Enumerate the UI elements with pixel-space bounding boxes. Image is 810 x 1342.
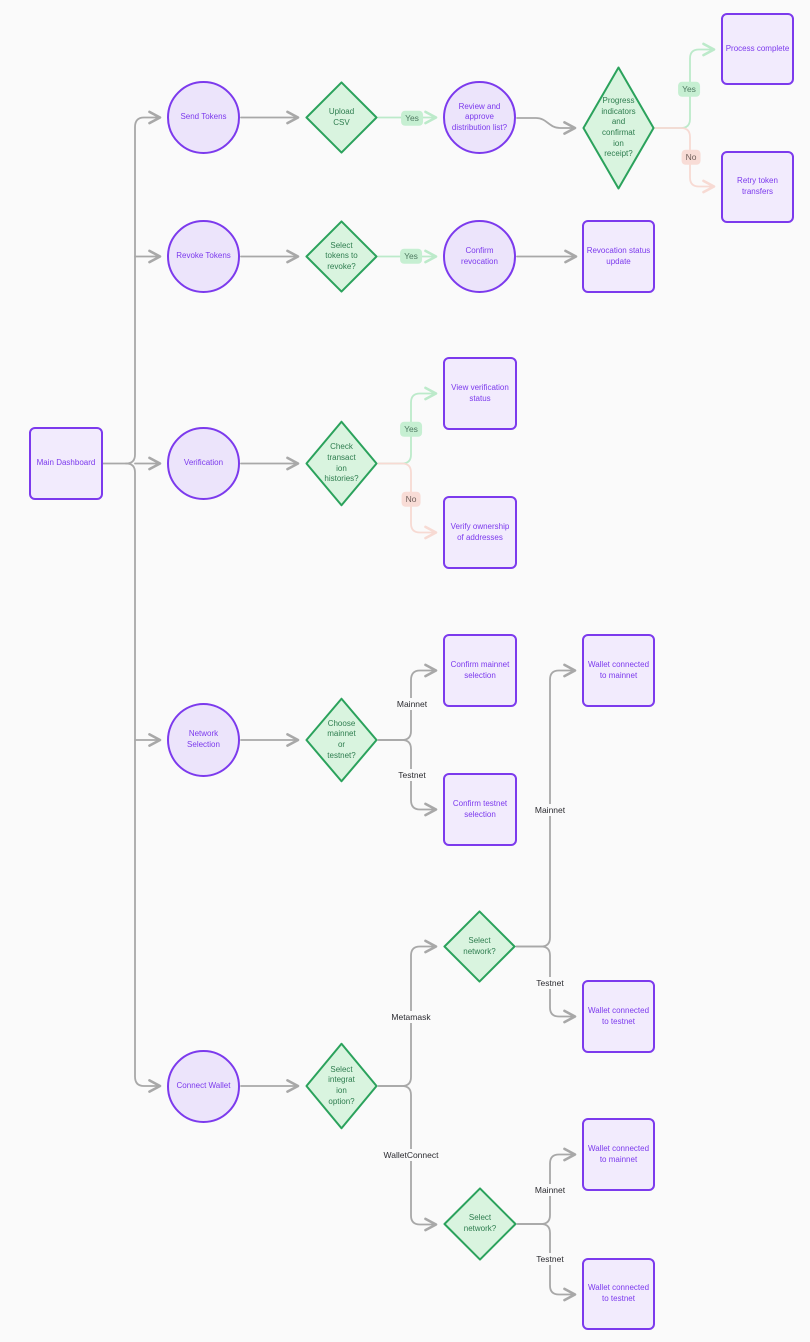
decision-upload-csv[interactable]: Upload CSV: [305, 81, 378, 154]
edge-label-no-progress: No: [681, 149, 701, 165]
node-view-verification-status[interactable]: View verification status: [443, 357, 517, 430]
node-review-approve-list[interactable]: Review and approve distribution list?: [443, 81, 516, 154]
node-label: Upload CSV: [328, 106, 355, 127]
node-label: Check transact ion histories?: [324, 442, 359, 484]
node-label: Retry token transfers: [737, 176, 778, 196]
edge-label-walletconnect: WalletConnect: [380, 1149, 442, 1161]
diamond-shape: [582, 65, 655, 191]
diamond-shape: [443, 910, 516, 983]
edge-label-yes-revoke: Yes: [400, 248, 422, 264]
decision-progress-indicators[interactable]: Progress indicators and confirmat ion re…: [582, 65, 655, 191]
node-label: Wallet connected to testnet: [587, 1283, 650, 1303]
node-label: Confirm testnet selection: [452, 798, 508, 819]
edge-label-testnet-metamask: Testnet: [533, 977, 567, 989]
node-label: Select tokens to revoke?: [325, 240, 358, 271]
node-label: Connect Wallet: [176, 1081, 231, 1091]
node-label: Wallet connected to mainnet: [587, 659, 650, 680]
node-label: Review and approve distribution list?: [451, 101, 508, 132]
node-label: Select integrat ion option?: [328, 1064, 355, 1106]
diamond-shape: [305, 220, 378, 293]
node-label: Verify ownership of addresses: [450, 521, 510, 542]
edge-label-testnet-choose: Testnet: [395, 769, 429, 781]
node-confirm-revocation[interactable]: Confirm revocation: [443, 220, 516, 293]
node-label: Confirm revocation: [461, 245, 498, 266]
decision-select-network-walletconnect[interactable]: Select network?: [443, 1187, 517, 1261]
edge-label-metamask: Metamask: [388, 1011, 434, 1023]
diamond-shape: [305, 420, 378, 507]
diamond-shape: [305, 81, 378, 154]
edge-label-yes-progress: Yes: [678, 81, 700, 97]
node-confirm-mainnet-selection[interactable]: Confirm mainnet selection: [443, 634, 517, 707]
edge-label-testnet-walletconnect: Testnet: [533, 1253, 567, 1265]
decision-check-transaction-histories[interactable]: Check transact ion histories?: [305, 420, 378, 507]
node-wallet-connected-mainnet-2[interactable]: Wallet connected to mainnet: [582, 1118, 655, 1191]
node-label: Select network?: [463, 1213, 497, 1233]
node-label: Network Selection: [187, 729, 220, 749]
node-revocation-status-update[interactable]: Revocation status update: [582, 220, 655, 293]
edge-label-mainnet-metamask: Mainnet: [531, 804, 569, 816]
decision-select-integration-option[interactable]: Select integrat ion option?: [305, 1042, 378, 1130]
edge-label-yes-check: Yes: [400, 421, 422, 437]
node-label: Revoke Tokens: [176, 251, 231, 261]
node-process-complete[interactable]: Process complete: [721, 13, 794, 85]
node-verify-ownership[interactable]: Verify ownership of addresses: [443, 496, 517, 569]
diamond-shape: [305, 697, 378, 783]
node-send-tokens[interactable]: Send Tokens: [167, 81, 240, 154]
decision-choose-mainnet-or-testnet[interactable]: Choose mainnet or testnet?: [305, 697, 378, 783]
edge-label-mainnet-walletconnect: Mainnet: [531, 1184, 569, 1196]
node-connect-wallet[interactable]: Connect Wallet: [167, 1050, 240, 1123]
node-label: Verification: [183, 458, 224, 468]
node-label: Revocation status update: [586, 245, 651, 266]
node-label: Process complete: [725, 43, 790, 53]
node-label: Wallet connected to mainnet: [587, 1143, 650, 1164]
node-label: Select network?: [463, 935, 496, 956]
decision-select-network-metamask[interactable]: Select network?: [443, 910, 516, 983]
edge-label-mainnet-choose: Mainnet: [393, 698, 431, 710]
edges-no: [377, 127, 716, 540]
edge-label-no-check: No: [401, 491, 421, 507]
node-wallet-connected-testnet-1[interactable]: Wallet connected to testnet: [582, 980, 655, 1053]
node-confirm-testnet-selection[interactable]: Confirm testnet selection: [443, 773, 517, 846]
node-label: Confirm mainnet selection: [450, 659, 510, 680]
node-wallet-connected-testnet-2[interactable]: Wallet connected to testnet: [582, 1258, 655, 1330]
node-label: Send Tokens: [180, 112, 227, 122]
node-wallet-connected-mainnet-1[interactable]: Wallet connected to mainnet: [582, 634, 655, 707]
node-verification[interactable]: Verification: [167, 427, 240, 500]
decision-select-tokens-to-revoke[interactable]: Select tokens to revoke?: [305, 220, 378, 293]
diamond-shape: [443, 1187, 517, 1261]
node-network-selection[interactable]: Network Selection: [167, 703, 240, 777]
diamond-shape: [305, 1042, 378, 1130]
node-main-dashboard[interactable]: Main Dashboard: [29, 427, 103, 500]
node-label: View verification status: [451, 382, 509, 403]
node-retry-token-transfers[interactable]: Retry token transfers: [721, 151, 794, 223]
node-label: Main Dashboard: [36, 458, 96, 468]
node-label: Progress indicators and confirmat ion re…: [601, 96, 636, 159]
node-label: Choose mainnet or testnet?: [327, 718, 356, 760]
edge-label-yes-upload: Yes: [401, 110, 423, 126]
node-label: Wallet connected to testnet: [587, 1005, 650, 1026]
node-revoke-tokens[interactable]: Revoke Tokens: [167, 220, 240, 293]
